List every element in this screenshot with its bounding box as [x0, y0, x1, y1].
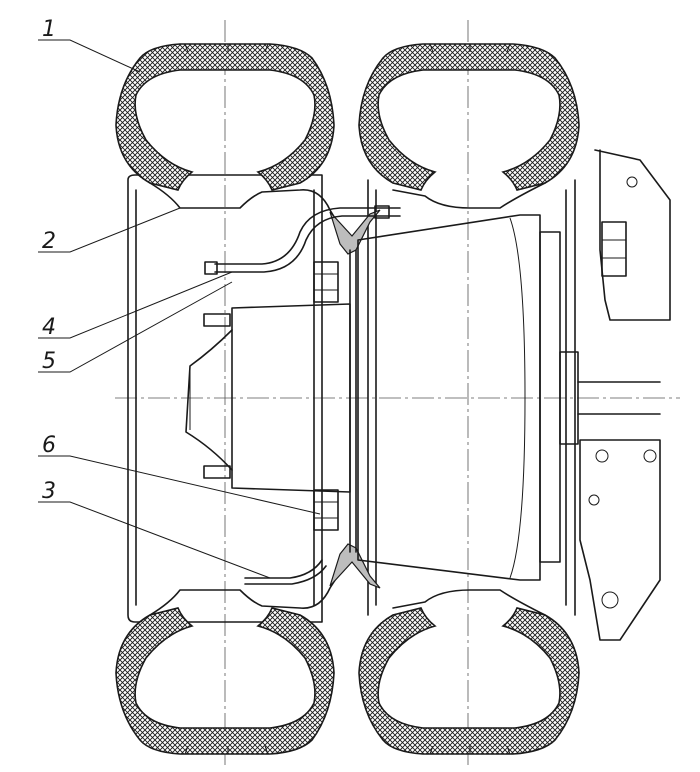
rim-profiles	[149, 182, 546, 616]
inflation-hoses	[204, 205, 401, 585]
leader-1	[38, 39, 141, 73]
lower-pivot	[601, 591, 619, 609]
center-axes	[115, 20, 680, 765]
upper-bolt-block	[601, 221, 627, 277]
left-tire-envelope	[127, 174, 323, 623]
stud-bottom	[203, 465, 231, 479]
brake-drum-outline	[357, 214, 541, 581]
hub-assembly	[185, 214, 661, 581]
wheel-nut-top	[313, 261, 339, 303]
hose-bottom-inner	[244, 565, 327, 585]
hose-top-outer	[214, 207, 401, 265]
drum-flange	[539, 231, 561, 563]
upper-bolt-lines	[602, 239, 626, 259]
tire-envelopes	[127, 174, 576, 623]
lower-bracket	[579, 439, 661, 641]
leader-3	[38, 501, 271, 579]
hub-body	[231, 303, 351, 493]
axle-shaft	[577, 381, 661, 415]
left-tire-inner-lines	[135, 189, 315, 606]
callout-3: 3	[42, 479, 56, 504]
stud-top	[203, 313, 231, 327]
hose-coupling-top	[374, 205, 390, 219]
hose-bottom	[244, 559, 323, 579]
leader-4	[38, 271, 233, 339]
lower-bolt-a	[595, 449, 609, 463]
leader-6	[38, 455, 321, 515]
leader-5	[38, 281, 233, 373]
leader-2	[38, 207, 181, 253]
tread-grooves	[184, 43, 511, 755]
callout-5: 5	[42, 349, 56, 374]
tire-section-right-bottom	[358, 607, 580, 755]
callout-2: 2	[42, 229, 56, 254]
right-tire-envelope	[367, 179, 576, 616]
callout-6: 6	[42, 433, 56, 458]
rim-flange-top	[329, 209, 381, 255]
tire-section-left-top	[115, 43, 335, 191]
callout-1: 1	[42, 17, 56, 42]
rim-right-top	[392, 182, 546, 209]
hub-cap	[185, 329, 233, 471]
hub-plate	[349, 249, 357, 553]
wheel-nut-bottom	[313, 489, 339, 531]
drum-inner-curve	[509, 217, 526, 579]
callout-labels: 1 2 4 5 6 3	[42, 17, 56, 504]
lower-bolt-b	[643, 449, 657, 463]
tire-section-right-top	[358, 43, 580, 191]
axle-stub	[559, 351, 579, 445]
wheel-nut-bottom-lines	[314, 501, 338, 519]
rim-left-top	[149, 182, 349, 241]
upper-bracket	[594, 149, 671, 321]
axle-housing	[579, 149, 671, 641]
lower-bolt-c	[588, 494, 600, 506]
valve-top	[204, 261, 218, 275]
rim-left-bottom	[149, 559, 349, 616]
hose-top-inner	[214, 215, 401, 273]
rim-flange-bottom	[329, 543, 381, 589]
callout-4: 4	[42, 315, 56, 340]
tire-sections	[115, 43, 580, 755]
upper-bolt-head	[626, 176, 638, 188]
wheel-nut-top-lines	[314, 273, 338, 291]
tire-section-left-bottom	[115, 607, 335, 755]
right-tire-inner-lines	[375, 189, 567, 606]
leader-lines	[38, 39, 321, 579]
rim-right-bottom	[392, 589, 546, 616]
